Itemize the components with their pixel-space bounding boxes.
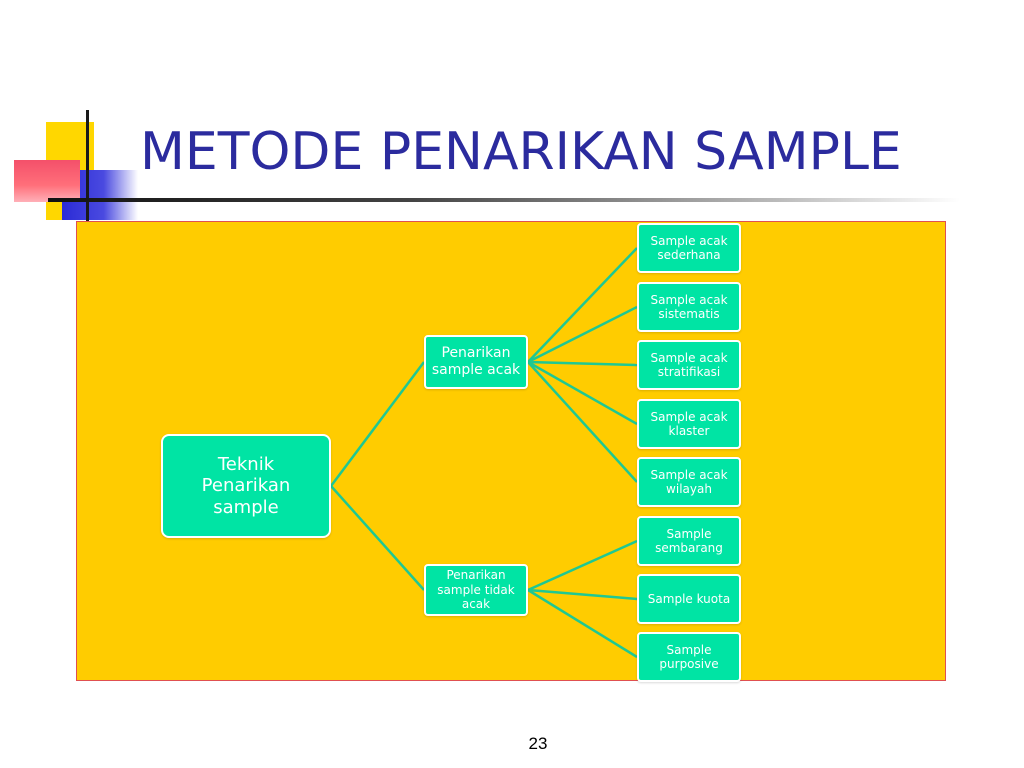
connector-root-branch [330, 361, 425, 487]
leaf-node: Sample sembarang [637, 516, 741, 566]
connector-lines [330, 247, 638, 659]
branch-node-nonrandom: Penarikan sample tidak acak [424, 564, 528, 616]
branch-node-random: Penarikan sample acak [424, 335, 528, 389]
leaf-node: Sample acak sistematis [637, 282, 741, 332]
leaf-node-label: Sample acak sederhana [650, 233, 728, 262]
leaf-node: Sample kuota [637, 574, 741, 624]
connector-branch-leaf [527, 588, 638, 601]
connector-branch-leaf [527, 361, 638, 483]
connector-branch-leaf [527, 539, 638, 592]
leaf-node: Sample acak wilayah [637, 457, 741, 507]
leaf-node: Sample acak stratifikasi [637, 340, 741, 390]
leaf-node-label: Sample kuota [647, 591, 731, 606]
connector-branch-leaf [527, 360, 638, 367]
diagram-panel: Teknik Penarikan sample Penarikan sample… [76, 221, 946, 682]
branch-node-label: Penarikan sample acak [431, 345, 521, 378]
root-node-label: Teknik Penarikan sample [201, 453, 291, 518]
slide-title: METODE PENARIKAN SAMPLE [140, 122, 902, 182]
leaf-node-label: Sample acak klaster [650, 409, 728, 438]
branch-node-label: Penarikan sample tidak acak [437, 568, 515, 612]
leaf-node-label: Sample acak sistematis [650, 292, 728, 321]
connector-branch-leaf [527, 247, 638, 363]
page-number: 23 [528, 734, 548, 753]
connector-root-branch [330, 485, 425, 591]
leaf-node: Sample acak klaster [637, 399, 741, 449]
leaf-node: Sample acak sederhana [637, 223, 741, 273]
leaf-node-label: Sample purposive [659, 642, 719, 671]
leaf-node-label: Sample sembarang [655, 526, 723, 555]
decor-red-square [14, 160, 80, 202]
leaf-node: Sample purposive [637, 632, 741, 682]
root-node: Teknik Penarikan sample [161, 434, 331, 538]
connector-branch-leaf [527, 588, 638, 659]
leaf-node-label: Sample acak wilayah [650, 467, 728, 496]
leaf-node-label: Sample acak stratifikasi [650, 350, 728, 379]
connector-branch-leaf [527, 305, 638, 364]
title-underline [48, 198, 960, 202]
connector-branch-leaf [527, 360, 638, 426]
decor-vertical-line [86, 110, 89, 222]
